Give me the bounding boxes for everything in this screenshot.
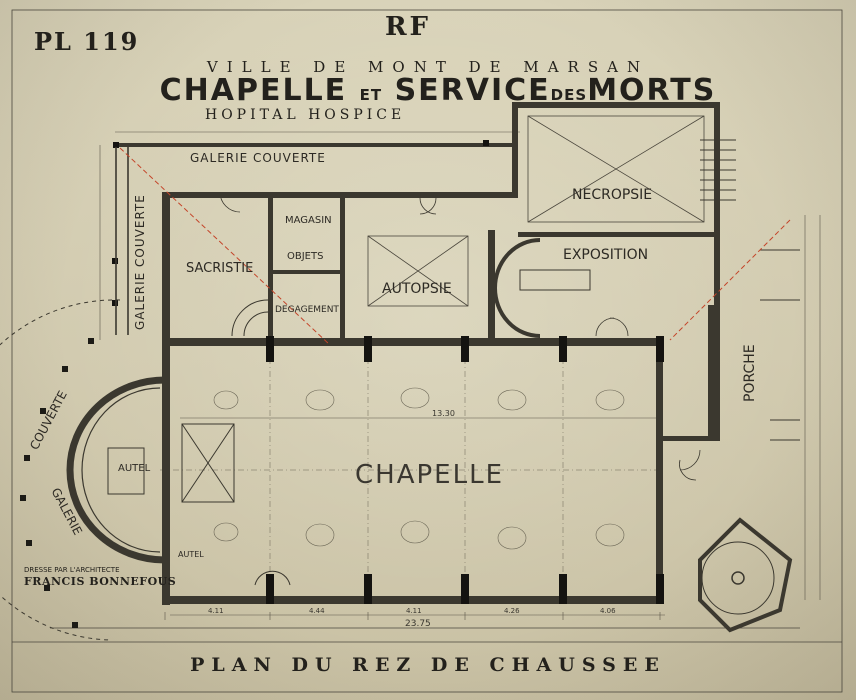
label-objets: OBJETS	[287, 251, 324, 262]
label-autel-small: AUTEL	[178, 550, 204, 559]
title-morts: MORTS	[587, 73, 717, 108]
plate-number: PL 119	[34, 27, 140, 56]
label-exposition: EXPOSITION	[563, 247, 649, 263]
architect-caption: DRESSE PAR L'ARCHITECTE	[24, 566, 120, 574]
subtitle: HOPITAL HOSPICE	[205, 107, 406, 123]
altar-area	[107, 423, 235, 503]
label-sacristie: SACRISTIE	[186, 261, 254, 276]
axis-lines	[160, 345, 660, 600]
title-des: DES	[550, 86, 588, 104]
title-service: SERVICE	[394, 73, 551, 108]
doors	[219, 191, 701, 481]
label-magasin: MAGASIN	[285, 215, 332, 226]
plan-title: PLAN DU REZ DE CHAUSSEE	[190, 654, 666, 676]
label-autopsie: AUTOPSIE	[382, 281, 452, 297]
label-galerie-top: GALERIE COUVERTE	[190, 151, 326, 165]
label-degagement: DEGAGEMENT	[275, 305, 339, 315]
east-steps	[700, 139, 800, 441]
necropsie-cross	[527, 115, 705, 223]
sheet-border	[11, 9, 843, 693]
architect-cartouche: DRESSE PAR L'ARCHITECTE FRANCIS BONNEFOU…	[24, 566, 176, 589]
red-construction-lines	[119, 147, 791, 346]
title-et: ET	[359, 86, 383, 104]
architect-name: FRANCIS BONNEFOUS	[24, 575, 177, 589]
label-chapelle: CHAPELLE	[355, 460, 504, 490]
autopsie-cross	[367, 235, 469, 307]
dim-bay-1: 4.11	[208, 607, 224, 615]
pillars	[112, 140, 664, 604]
spiral-stair	[698, 517, 793, 633]
dim-bay-4: 4.26	[504, 607, 520, 615]
dim-bay-3: 4.11	[406, 607, 422, 615]
title-chapelle: CHAPELLE	[159, 73, 348, 108]
curve-galerie-posts	[20, 338, 94, 628]
apse	[0, 299, 166, 641]
west-galerie	[115, 147, 129, 335]
floor-pattern	[213, 387, 625, 550]
label-porche: PORCHE	[742, 344, 758, 402]
label-necropsie: NECROPSIE	[572, 187, 653, 203]
rf-mark: RF	[384, 12, 432, 42]
dimension-lines	[99, 131, 821, 620]
label-autel-main: AUTEL	[118, 463, 151, 474]
sacristie-stair	[231, 299, 291, 586]
dim-chapel-width: 13.30	[432, 409, 455, 418]
walls	[115, 102, 720, 605]
dim-bay-5: 4.06	[600, 607, 616, 615]
dim-overall-width: 23.75	[405, 619, 431, 629]
exposition-apse	[493, 238, 591, 338]
city-name: VILLE DE MONT DE MARSAN	[206, 58, 650, 76]
dim-bay-2: 4.44	[309, 607, 325, 615]
label-galerie-left: GALERIE COUVERTE	[133, 194, 147, 330]
main-title: CHAPELLE ET SERVICEDESMORTS	[128, 76, 748, 106]
